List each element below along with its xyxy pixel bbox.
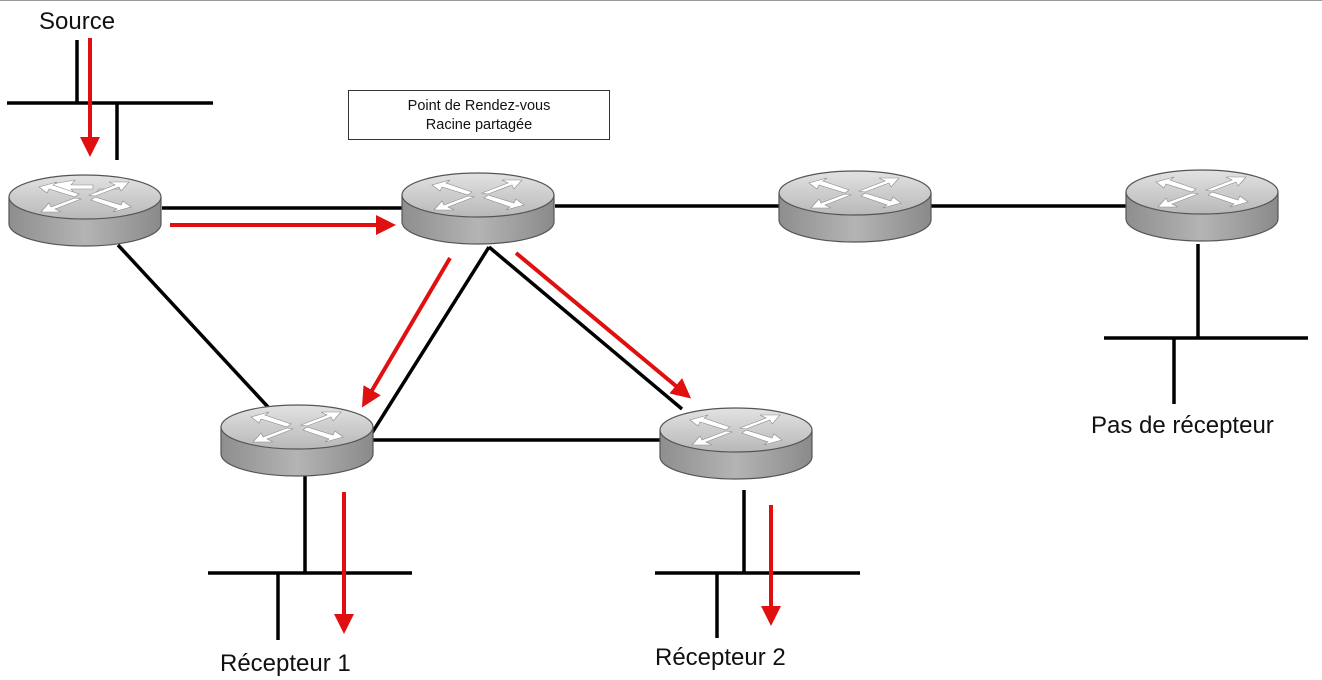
- rp-label-line1: Point de Rendez-vous: [407, 98, 551, 114]
- rendezvous-point-label-box: Point de Rendez-vous Racine partagée: [348, 90, 610, 140]
- router-icon: [1125, 169, 1279, 242]
- multicast-flow: [80, 38, 781, 634]
- router-icon: [659, 407, 813, 480]
- router-icon: [401, 172, 555, 245]
- network-links: [7, 40, 1308, 640]
- top-border-line: [0, 0, 1322, 1]
- flow-arrow-rp-to-rx2: [514, 251, 692, 399]
- rp-label-line2: Racine partagée: [425, 117, 533, 133]
- router-icon: [8, 174, 162, 247]
- flow-arrow-rp-to-rx1: [361, 256, 452, 408]
- router-icon: [778, 170, 932, 243]
- link-rp-rx1: [370, 246, 491, 434]
- receiver-1-label: Récepteur 1: [220, 650, 351, 677]
- link-r1-rx1: [116, 243, 270, 409]
- source-label: Source: [39, 8, 116, 35]
- no-receiver-label: Pas de récepteur: [1091, 412, 1274, 439]
- router-icon: [220, 404, 374, 477]
- receiver-2-label: Récepteur 2: [655, 644, 786, 671]
- link-rp-rx2: [487, 245, 684, 411]
